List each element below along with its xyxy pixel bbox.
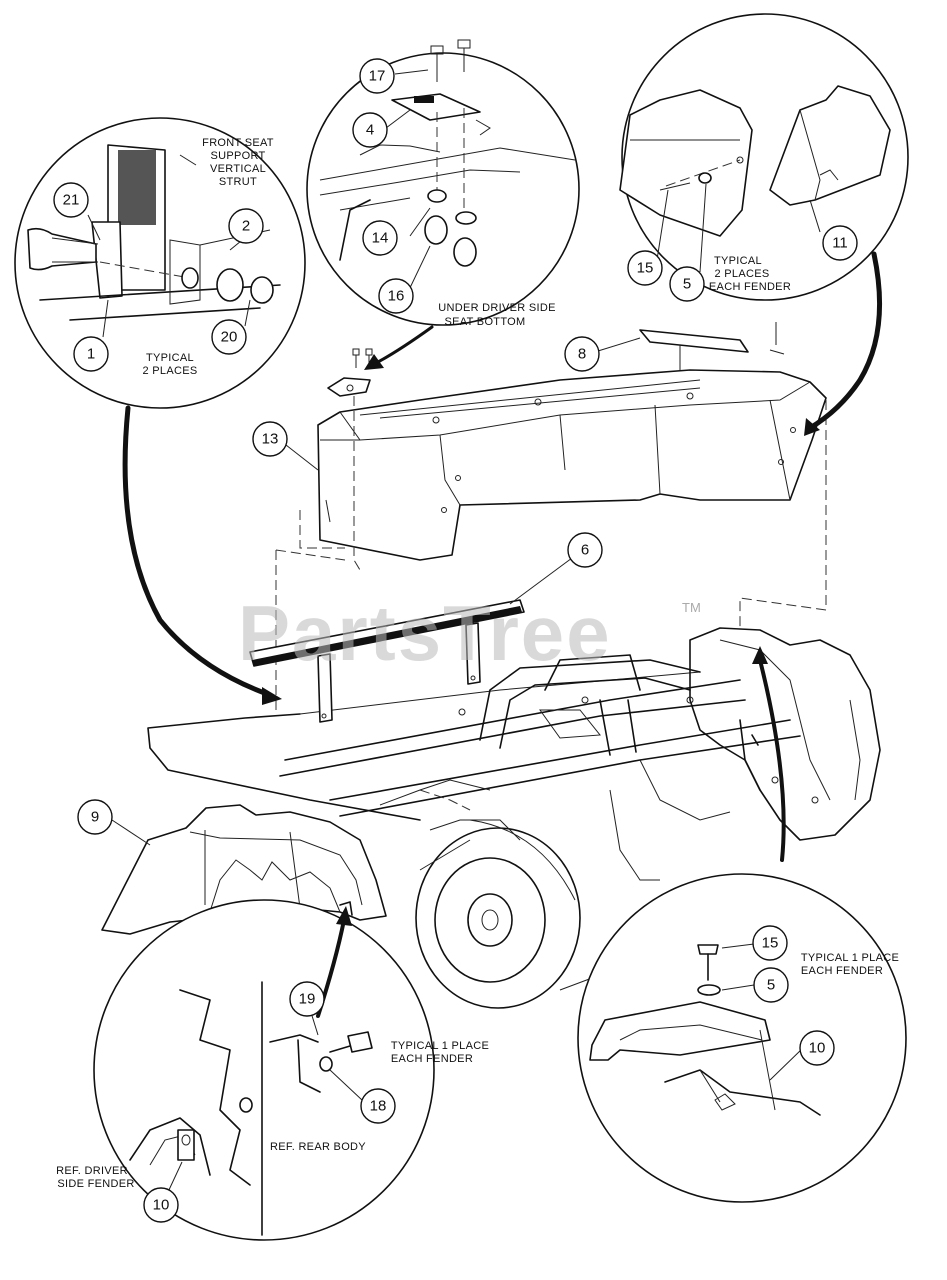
- svg-text:EACH FENDER: EACH FENDER: [391, 1053, 473, 1065]
- callout-5-right: 5: [753, 967, 789, 1003]
- callout-15-top: 15: [627, 250, 663, 286]
- svg-text:2 PLACES: 2 PLACES: [715, 268, 770, 280]
- seat-bottom-13: [275, 322, 827, 710]
- svg-text:SUPPORT: SUPPORT: [210, 150, 265, 162]
- note-ref-rear-body: REF. REAR BODY: [270, 1141, 366, 1153]
- svg-text:TYPICAL 1 PLACE: TYPICAL 1 PLACE: [391, 1040, 489, 1052]
- svg-text:20: 20: [221, 329, 238, 346]
- callout-20: 20: [211, 319, 247, 355]
- svg-text:10: 10: [153, 1197, 170, 1214]
- inset-under-seat-bottom: [306, 39, 580, 326]
- svg-text:5: 5: [683, 276, 691, 293]
- callout-17: 17: [359, 58, 395, 94]
- svg-text:21: 21: [63, 192, 80, 209]
- svg-text:EACH FENDER: EACH FENDER: [709, 281, 791, 293]
- svg-text:1: 1: [87, 346, 95, 363]
- svg-text:TYPICAL: TYPICAL: [714, 255, 762, 267]
- note-typical-1-bottom: TYPICAL 1 PLACE EACH FENDER: [391, 1040, 489, 1065]
- connector-arrows: [122, 251, 883, 1018]
- svg-text:SIDE FENDER: SIDE FENDER: [57, 1178, 134, 1190]
- callout-6: 6: [567, 532, 603, 568]
- svg-text:19: 19: [299, 991, 316, 1008]
- callout-10-bottom: 10: [143, 1187, 179, 1223]
- svg-text:UNDER DRIVER SIDE: UNDER DRIVER SIDE: [438, 302, 556, 314]
- inset-fender-mount-top: [619, 13, 909, 301]
- watermark: PartsTree: [238, 589, 612, 677]
- callout-11: 11: [822, 225, 858, 261]
- callout-8: 8: [564, 336, 600, 372]
- callout-16: 16: [378, 278, 414, 314]
- callout-1: 1: [73, 336, 109, 372]
- inset-fender-rear-bottom: [577, 873, 907, 1203]
- callout-13: 13: [252, 421, 288, 457]
- svg-text:16: 16: [388, 288, 405, 305]
- svg-text:18: 18: [370, 1098, 387, 1115]
- inset-driver-side-fender: [93, 899, 435, 1241]
- svg-text:8: 8: [578, 346, 586, 363]
- callout-19: 19: [289, 981, 325, 1017]
- svg-text:14: 14: [372, 230, 389, 247]
- svg-text:10: 10: [809, 1040, 826, 1057]
- callout-4: 4: [352, 112, 388, 148]
- svg-text:9: 9: [91, 809, 99, 826]
- note-ref-driver-fender: REF. DRIVER SIDE FENDER: [56, 1165, 134, 1190]
- svg-text:11: 11: [832, 235, 848, 252]
- svg-text:TYPICAL 1 PLACE: TYPICAL 1 PLACE: [801, 952, 899, 964]
- svg-text:STRUT: STRUT: [219, 176, 257, 188]
- svg-text:REF. DRIVER: REF. DRIVER: [56, 1165, 128, 1177]
- note-typical-1-right: TYPICAL 1 PLACE EACH FENDER: [801, 952, 899, 977]
- note-typical-2-places: TYPICAL 2 PLACES: [143, 352, 198, 377]
- svg-text:FRONT SEAT: FRONT SEAT: [202, 137, 274, 149]
- note-under-driver-side: UNDER DRIVER SIDE SEAT BOTTOM: [438, 302, 556, 328]
- svg-text:6: 6: [581, 542, 589, 559]
- svg-text:2: 2: [242, 218, 250, 235]
- seat-support-6: [249, 599, 525, 723]
- svg-text:4: 4: [366, 122, 374, 139]
- callout-21: 21: [53, 182, 89, 218]
- callout-18: 18: [360, 1088, 396, 1124]
- note-typical-2-fender: TYPICAL 2 PLACES EACH FENDER: [709, 255, 791, 293]
- svg-text:SEAT BOTTOM: SEAT BOTTOM: [445, 316, 526, 328]
- svg-text:15: 15: [637, 260, 654, 277]
- svg-text:5: 5: [767, 977, 775, 994]
- svg-text:EACH FENDER: EACH FENDER: [801, 965, 883, 977]
- main-assembly: [147, 627, 881, 1009]
- callout-5-top: 5: [669, 266, 705, 302]
- svg-text:TYPICAL: TYPICAL: [146, 352, 194, 364]
- svg-text:15: 15: [762, 935, 779, 952]
- callout-10-right: 10: [799, 1030, 835, 1066]
- callout-14: 14: [362, 220, 398, 256]
- svg-text:13: 13: [262, 431, 279, 448]
- note-front-seat-strut: FRONT SEAT SUPPORT VERTICAL STRUT: [202, 137, 274, 188]
- callout-9: 9: [77, 799, 113, 835]
- svg-text:VERTICAL: VERTICAL: [210, 163, 266, 175]
- fender-9: [101, 804, 387, 935]
- callout-15-right: 15: [752, 925, 788, 961]
- svg-text:17: 17: [369, 68, 386, 85]
- svg-text:2 PLACES: 2 PLACES: [143, 365, 198, 377]
- watermark-trademark: TM: [682, 600, 701, 615]
- callout-2: 2: [228, 208, 264, 244]
